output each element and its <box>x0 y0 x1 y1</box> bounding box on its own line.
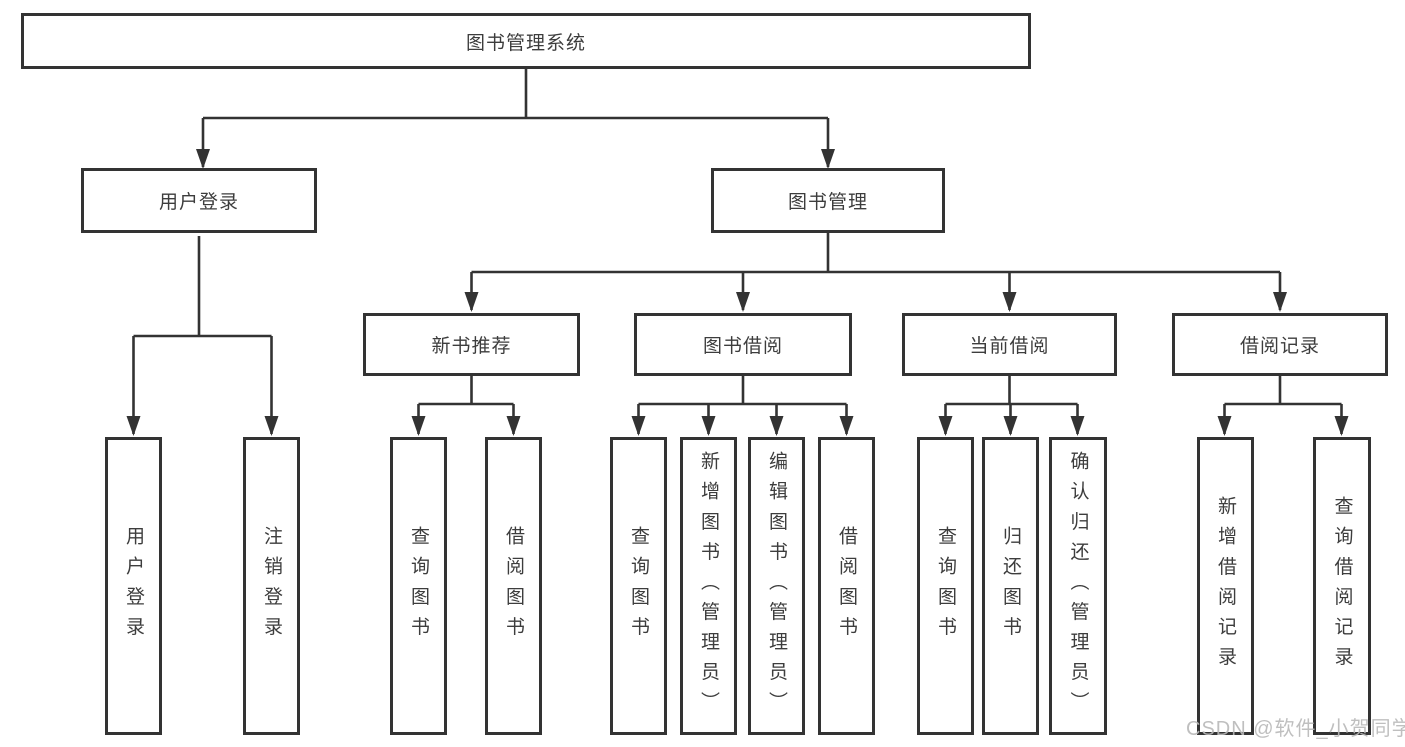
leaf-add-books-admin: 新增图书（管理员） <box>680 437 737 735</box>
leaf-return-books: 归还图书 <box>982 437 1039 735</box>
leaf-query-books-borrowing: 查询图书 <box>610 437 667 735</box>
leaf-borrow-books-recommend: 借阅图书 <box>485 437 542 735</box>
csdn-watermark: CSDN @软件_小贺同学 <box>1186 718 1405 740</box>
node-book-borrowing: 图书借阅 <box>634 313 852 376</box>
leaf-query-borrow-record: 查询借阅记录 <box>1313 437 1371 735</box>
leaf-edit-books-admin: 编辑图书（管理员） <box>748 437 805 735</box>
leaf-borrow-books-borrowing: 借阅图书 <box>818 437 875 735</box>
leaf-add-borrow-record: 新增借阅记录 <box>1197 437 1254 735</box>
leaf-query-books-current: 查询图书 <box>917 437 974 735</box>
node-user-login: 用户登录 <box>81 168 317 233</box>
node-borrowing-records: 借阅记录 <box>1172 313 1388 376</box>
leaf-logout: 注销登录 <box>243 437 300 735</box>
node-current-borrowing: 当前借阅 <box>902 313 1117 376</box>
node-library-management-system: 图书管理系统 <box>21 13 1031 69</box>
node-book-management: 图书管理 <box>711 168 945 233</box>
leaf-query-books-recommend: 查询图书 <box>390 437 447 735</box>
leaf-user-login: 用户登录 <box>105 437 162 735</box>
node-new-book-recommendation: 新书推荐 <box>363 313 580 376</box>
leaf-confirm-return-admin: 确认归还（管理员） <box>1049 437 1107 735</box>
